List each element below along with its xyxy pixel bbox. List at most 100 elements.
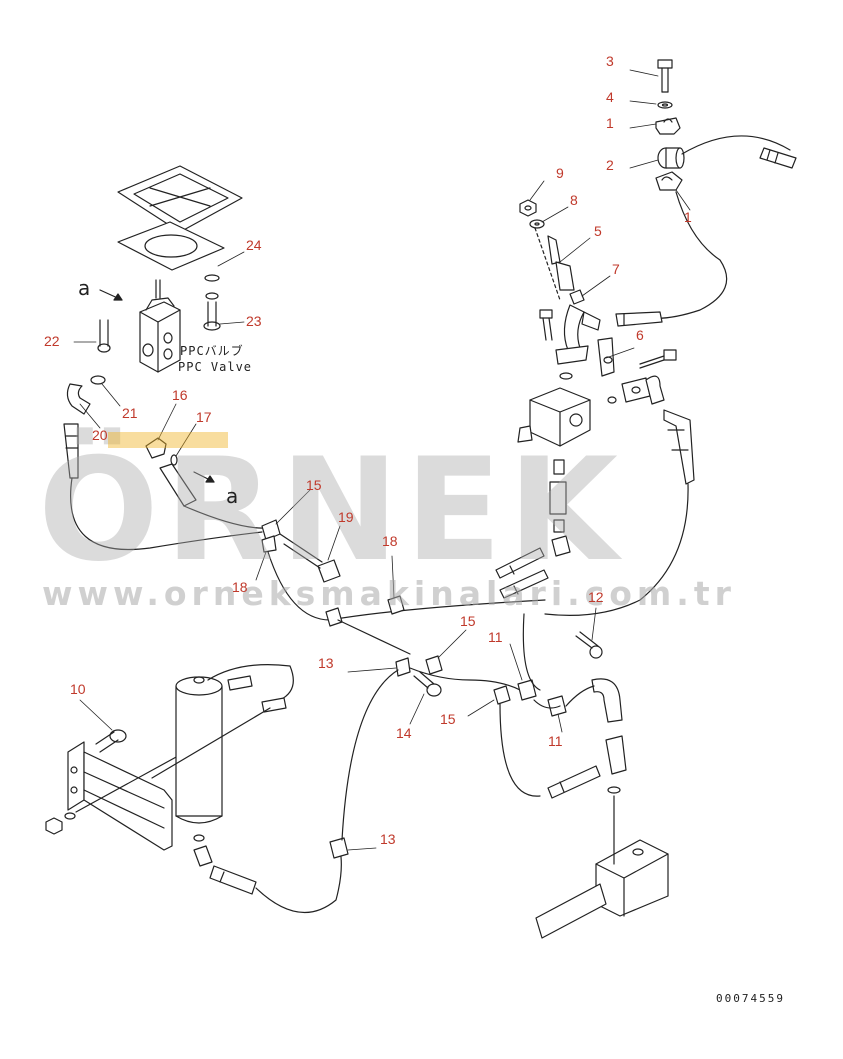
fitting-19-part	[279, 533, 341, 583]
tube-middle-link	[337, 619, 411, 655]
washer-8-part	[529, 219, 545, 229]
fitting-top-right	[759, 147, 797, 169]
assembly-guide-8	[534, 227, 561, 301]
callout-10: 10	[70, 681, 86, 697]
view-arrow-a-top	[99, 289, 123, 301]
hose-left-vertical	[63, 423, 263, 551]
washer-4-part	[657, 101, 673, 109]
callout-11: 11	[488, 629, 503, 645]
callout-14: 14	[396, 725, 412, 741]
callout-3: 3	[606, 53, 614, 69]
tube-lower-left-loop	[255, 849, 342, 914]
clamp-11-lower	[533, 695, 567, 717]
callout-2: 2	[606, 157, 614, 173]
tube-vertical-center-right	[522, 613, 541, 691]
view-letter-a-mid: a	[226, 484, 239, 508]
callout-7: 7	[612, 261, 620, 277]
bolt-10-part	[95, 729, 127, 753]
accumulator-top-hose	[151, 664, 294, 779]
cylinder-lower-right	[535, 795, 669, 939]
bracket-5-part	[547, 235, 575, 291]
callout-21: 21	[122, 405, 138, 421]
hose-middle-long	[267, 551, 546, 621]
grommet-2-part	[657, 147, 685, 169]
oring-pump	[559, 372, 573, 380]
bolt-23-part	[203, 301, 221, 331]
washer-23-upper	[204, 274, 220, 300]
bracket-lower-left	[67, 741, 173, 851]
clamp-1-top-part	[655, 117, 681, 135]
ppc-cover-plate	[117, 165, 243, 233]
flange-fitting-right	[621, 375, 665, 405]
callout-16: 16	[172, 387, 188, 403]
tube-elbow-part	[555, 304, 601, 365]
cable-loop-right	[649, 191, 728, 319]
callout-17: 17	[196, 409, 212, 425]
callout-15: 15	[440, 711, 456, 727]
cable-top-right	[681, 135, 791, 155]
ppc-valve-label-jp: PPCバルブ	[180, 344, 244, 358]
adapter-6-part	[597, 337, 615, 377]
tube-lower-right-loop	[499, 703, 541, 797]
bolt-22-part	[97, 319, 111, 353]
nut-lower-left	[45, 755, 179, 835]
clip-7-part	[569, 289, 585, 305]
callout-6: 6	[636, 327, 644, 343]
callout-8: 8	[570, 192, 578, 208]
tube-vertical-left-center	[341, 669, 399, 841]
clamp-1-lower-part	[655, 171, 683, 191]
hose-fitting-lower	[547, 765, 601, 799]
cable-end-fitting-1	[615, 311, 663, 327]
callout-13: 13	[318, 655, 334, 671]
clamp-lower-18	[325, 607, 343, 627]
callout-15: 15	[306, 477, 322, 493]
drawing-number: 00074559	[716, 992, 785, 1005]
bolt-3-part	[657, 59, 673, 93]
bolt-left-upper	[539, 309, 553, 341]
clamp-11-upper	[493, 679, 537, 705]
callout-13: 13	[380, 831, 396, 847]
callout-24: 24	[246, 237, 262, 253]
nut-9-part	[519, 199, 537, 217]
pump-block-part	[517, 387, 617, 447]
ppc-valve-label-en: PPC Valve	[178, 360, 253, 374]
clamp-13-lower	[329, 837, 349, 859]
oring-21	[90, 375, 106, 385]
accumulator-cylinder	[175, 676, 223, 842]
callout-19: 19	[338, 509, 354, 525]
callout-23: 23	[246, 313, 262, 329]
fitting-16-part	[145, 437, 167, 459]
callout-1: 1	[606, 115, 614, 131]
view-arrow-a-mid	[193, 471, 215, 483]
clamp-15-middle	[425, 655, 443, 675]
callout-9: 9	[556, 165, 564, 181]
clamp-15-upper	[261, 519, 281, 553]
gasket-24-part	[117, 221, 225, 271]
view-letter-a-top: a	[78, 276, 91, 300]
callout-4: 4	[606, 89, 614, 105]
callout-5: 5	[594, 223, 602, 239]
outlet-chain	[549, 459, 571, 557]
clamp-13-upper	[395, 657, 411, 677]
hose-fitting-upper-left	[159, 463, 269, 529]
oring-17	[170, 454, 178, 466]
callout-22: 22	[44, 333, 60, 349]
bolt-14-part	[413, 671, 442, 697]
leader-lines	[73, 69, 691, 851]
callout-18: 18	[232, 579, 248, 595]
fitting-lower-right	[605, 735, 627, 794]
bolt-12-part	[575, 631, 603, 659]
hose-right-long	[544, 409, 695, 616]
callout-18: 18	[382, 533, 398, 549]
callout-12: 12	[588, 589, 604, 605]
callout-11: 11	[548, 733, 563, 749]
callout-1: 1	[684, 209, 692, 225]
elbow-20-part	[66, 383, 91, 415]
tube-to-clamp-11	[409, 667, 521, 691]
ppc-valve-body	[139, 279, 181, 373]
callout-15: 15	[460, 613, 476, 629]
hose-curve-right	[565, 678, 623, 723]
callout-20: 20	[92, 427, 108, 443]
